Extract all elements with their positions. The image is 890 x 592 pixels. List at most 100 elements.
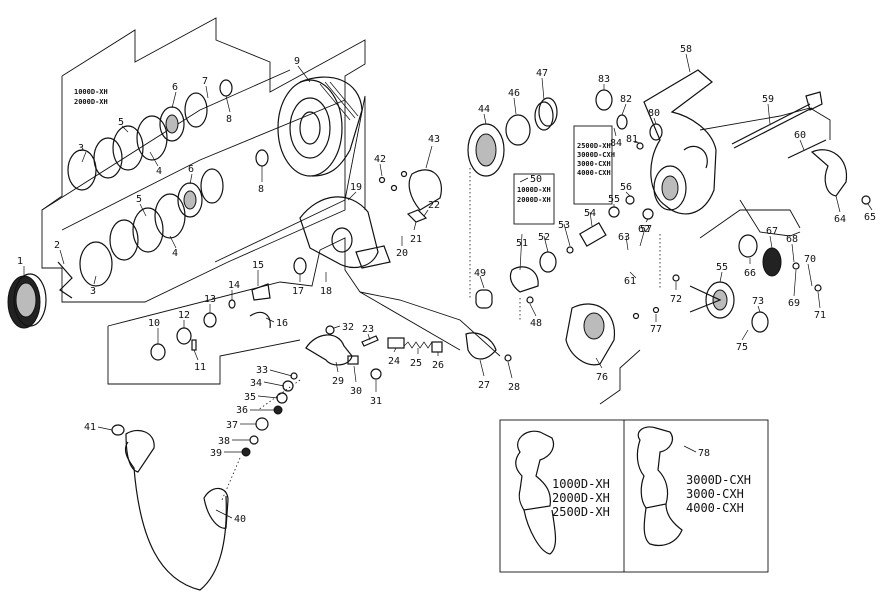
part-label: 35	[244, 392, 256, 403]
dashed-leaders	[221, 168, 661, 501]
part-label: 10	[148, 318, 160, 329]
spool-washer-stack-lower	[79, 149, 269, 287]
part-label: 6	[172, 82, 178, 93]
rotor-model-note-3: 3000-CXH	[577, 160, 611, 168]
part-label: 24	[388, 356, 400, 367]
part-label: 34	[250, 378, 262, 389]
part-label: 64	[834, 214, 846, 225]
rotor-parts	[378, 97, 558, 362]
part-label: 42	[374, 154, 386, 165]
part-label: 8	[258, 184, 264, 195]
part-label: 4	[156, 166, 162, 177]
part-label: 33	[256, 365, 268, 376]
spool-washer-stack-upper	[67, 79, 233, 191]
clicker-spring	[57, 261, 73, 299]
handle-frames	[599, 107, 831, 405]
part-label: 1	[17, 256, 23, 267]
part-label: 36	[236, 405, 248, 416]
bail-arm	[299, 196, 391, 269]
part-label: 63	[618, 232, 630, 243]
spool	[277, 76, 363, 177]
handle-model-right-1: 3000D-CXH	[686, 473, 751, 487]
part-label: 20	[396, 248, 408, 259]
part-label: 19	[350, 182, 362, 193]
part-label: 57	[640, 224, 652, 235]
part-label: 50	[530, 174, 542, 185]
part-label: 12	[178, 310, 190, 321]
part-label: 30	[350, 386, 362, 397]
part-label: 69	[788, 298, 800, 309]
drive-gear	[672, 234, 822, 333]
part-label: 65	[864, 212, 876, 223]
spool-model-note-1: 1000D-XH	[74, 88, 108, 96]
part-label: 3	[78, 143, 84, 154]
part-label: 46	[508, 88, 520, 99]
part-label: 49	[474, 268, 486, 279]
part-label: 14	[228, 280, 240, 291]
part-label: 55	[608, 194, 620, 205]
part-label: 51	[516, 238, 528, 249]
part-label: 27	[478, 380, 490, 391]
part-label: 5	[118, 117, 124, 128]
part-label: 84	[610, 138, 622, 149]
part-label: 15	[252, 260, 264, 271]
rotor-model-note-1: 2500D-XH	[577, 142, 611, 150]
main-shaft	[731, 91, 827, 159]
handle-model-left-2: 2000D-XH	[552, 491, 610, 505]
part-label: 26	[432, 360, 444, 371]
part-label: 81	[626, 134, 638, 145]
part-label: 56	[620, 182, 632, 193]
part-number-labels: 1 2 3 3 4 4 5 5 6 6 7 8 8 9 10 11 12 13 …	[17, 44, 876, 525]
part-label: 78	[698, 448, 710, 459]
part-label: 22	[428, 200, 440, 211]
part-label: 59	[762, 94, 774, 105]
bail-spring-parts	[305, 325, 443, 380]
part-label: 70	[804, 254, 816, 265]
part-label: 44	[478, 104, 490, 115]
part-label: 55	[716, 262, 728, 273]
part-label: 21	[410, 234, 422, 245]
handle-model-left-3: 2500D-XH	[552, 505, 610, 519]
part-label: 32	[342, 322, 354, 333]
part-label: 43	[428, 134, 440, 145]
part-label: 73	[752, 296, 764, 307]
side-plate	[565, 303, 660, 366]
part-label: 62	[638, 224, 650, 235]
part-label: 61	[624, 276, 636, 287]
spool-model-note-2: 2000D-XH	[74, 98, 108, 106]
part-label: 8	[226, 114, 232, 125]
part-label: 48	[530, 318, 542, 329]
part-label: 58	[680, 44, 692, 55]
part-label: 7	[202, 76, 208, 87]
part-label: 76	[596, 372, 608, 383]
part-label: 66	[744, 268, 756, 279]
part-label: 4	[172, 248, 178, 259]
part-label: 47	[536, 68, 548, 79]
part-label: 16	[276, 318, 288, 329]
bushing-model-note-2: 2000D-XH	[517, 196, 551, 204]
part-label: 2	[54, 240, 60, 251]
part-label: 18	[320, 286, 332, 297]
part-label: 3	[90, 286, 96, 297]
rotor-model-box	[573, 125, 613, 205]
part-label: 6	[188, 164, 194, 175]
bushing-model-note-1: 1000D-XH	[517, 186, 551, 194]
handle-inset	[499, 419, 769, 573]
part-label: 13	[204, 294, 216, 305]
part-label: 60	[794, 130, 806, 141]
spool-frame	[41, 17, 366, 303]
part-label: 75	[736, 342, 748, 353]
handle-model-right-2: 3000-CXH	[686, 487, 744, 501]
part-label: 5	[136, 194, 142, 205]
part-label: 38	[218, 436, 230, 447]
part-label: 40	[234, 514, 246, 525]
part-label: 9	[294, 56, 300, 67]
part-label: 17	[292, 286, 304, 297]
handle-model-left-1: 1000D-XH	[552, 477, 610, 491]
handle-model-right-3: 4000-CXH	[686, 501, 744, 515]
part-label: 72	[670, 294, 682, 305]
bushing-model-box	[513, 173, 555, 225]
leader-lines	[23, 53, 873, 519]
part-label: 71	[814, 310, 826, 321]
